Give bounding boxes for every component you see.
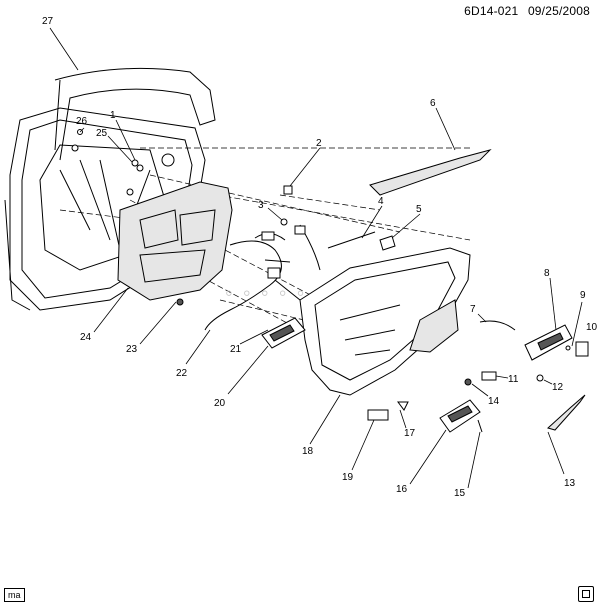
callout-24: 24 [80, 332, 92, 343]
callout-labels: 27 1 2 3 4 5 6 7 8 9 10 11 12 13 14 15 1… [42, 16, 598, 499]
switch-bezel [261, 317, 306, 349]
callout-14: 14 [488, 396, 500, 407]
leader-lines [49, 27, 583, 489]
callout-7: 7 [470, 304, 476, 315]
callout-10: 10 [586, 322, 598, 333]
diagram-header: 6D14-021 09/25/2008 [458, 4, 590, 18]
callout-18: 18 [302, 446, 314, 457]
callout-12: 12 [552, 382, 564, 393]
callout-4: 4 [378, 196, 384, 207]
callout-15: 15 [454, 488, 466, 499]
callout-21: 21 [230, 344, 242, 355]
callout-1: 1 [110, 110, 116, 121]
callout-16: 16 [396, 484, 408, 495]
door-trim-panel: ◦ ◦ ◦ ◦ ◦ [225, 247, 471, 396]
callout-25: 25 [96, 128, 108, 139]
vehicle-icon [578, 586, 594, 602]
diagram-code: 6D14-021 [464, 4, 519, 18]
armrest-trim [546, 394, 586, 431]
callout-8: 8 [544, 268, 550, 279]
callout-13: 13 [564, 478, 576, 489]
trim-garnish [369, 149, 492, 196]
callout-17: 17 [404, 428, 416, 439]
callout-19: 19 [342, 472, 354, 483]
release-cable [479, 320, 516, 331]
callout-3: 3 [258, 200, 264, 211]
diagram-date: 09/25/2008 [527, 4, 590, 18]
callout-27: 27 [42, 16, 54, 27]
wiring-harness [204, 224, 321, 331]
callout-26: 26 [76, 116, 88, 127]
window-switch [439, 399, 481, 433]
callout-20: 20 [214, 398, 226, 409]
callout-11: 11 [508, 374, 519, 385]
fasteners [77, 129, 396, 251]
callout-5: 5 [416, 204, 422, 215]
pull-cup [524, 324, 589, 361]
callout-9: 9 [580, 290, 586, 301]
watermark-glyphs: ◦ ◦ ◦ ◦ ◦ [225, 280, 306, 305]
callout-23: 23 [126, 344, 138, 355]
door-bracket [327, 231, 376, 249]
ma-badge: ma [4, 588, 25, 602]
inner-panel-deflector [117, 181, 233, 306]
callout-2: 2 [316, 138, 322, 149]
callout-6: 6 [430, 98, 436, 109]
callout-22: 22 [176, 368, 188, 379]
